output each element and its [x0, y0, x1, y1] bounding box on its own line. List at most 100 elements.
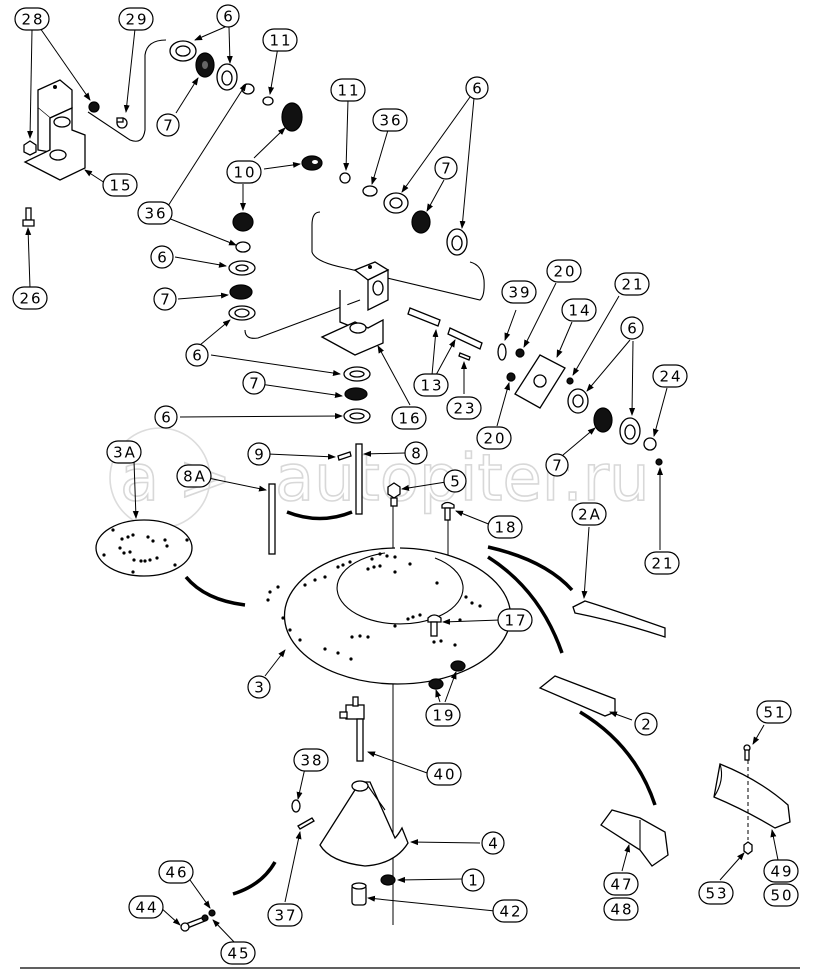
motion-arc-5: [579, 710, 657, 806]
callout-40: 40: [426, 762, 462, 786]
callout-number: 11: [269, 32, 292, 50]
callout-bubble: [216, 4, 240, 28]
callout-11: 11: [262, 28, 298, 52]
callout-36: 36: [137, 201, 173, 225]
callout-number: 6: [627, 320, 639, 338]
disc-hole: [408, 562, 412, 566]
sleeve-42: [351, 882, 367, 906]
disc-hole: [118, 546, 122, 550]
callout-45: 45: [220, 941, 256, 965]
callout-2: 2: [634, 712, 658, 736]
callout-42: 42: [492, 899, 528, 923]
callout-4: 4: [481, 831, 505, 855]
callout-53: 53: [698, 881, 734, 905]
callout-number: 24: [659, 368, 682, 386]
post-40: [339, 696, 365, 762]
disc-hole: [348, 560, 352, 564]
callout-20: 20: [546, 259, 582, 283]
bolt-26: [22, 207, 35, 227]
disc-hole: [336, 651, 340, 655]
callout-bubble: [461, 868, 485, 892]
motion-arc-6: [232, 861, 277, 896]
callout-8: 8: [404, 441, 428, 465]
plate-14: [514, 354, 566, 409]
bearing-7-r3: [593, 407, 613, 433]
callout-bubble: [247, 442, 271, 466]
callout-number: 14: [568, 302, 591, 320]
callout-24: 24: [652, 364, 688, 388]
disc-hole: [458, 618, 462, 622]
callout-bubble: [620, 316, 644, 340]
callout-number: 6: [192, 347, 204, 365]
washer-6-low-1: [343, 366, 371, 382]
spacer-11-top: [262, 96, 274, 106]
callout-bubble: [128, 895, 164, 919]
callout-bubble: [262, 28, 298, 52]
disc-hole: [122, 551, 126, 555]
disc-hole: [163, 538, 167, 542]
callout-19: 19: [425, 703, 461, 727]
disc-hole: [358, 634, 362, 638]
callout-bubble: [571, 502, 607, 526]
callout-7: 7: [156, 113, 180, 137]
disc-hole: [393, 624, 397, 628]
callout-bubble: [652, 364, 688, 388]
callout-3: 3: [247, 675, 271, 699]
callout-bubble: [561, 298, 597, 322]
callout-number: 49: [770, 863, 793, 881]
bearing-7-top: [195, 52, 215, 78]
disc-hole: [378, 552, 382, 556]
disc-hole: [165, 544, 169, 548]
pin-13-b: [447, 327, 483, 350]
callout-bubble: [545, 453, 569, 477]
callout-number: 1: [468, 872, 480, 890]
callout-bubble: [404, 441, 428, 465]
disc-hole: [464, 595, 468, 599]
disc-hole: [439, 639, 443, 643]
motion-arc-1: [286, 510, 353, 521]
disc-hole: [323, 575, 327, 579]
callout-bubble: [756, 700, 792, 724]
nut-1: [380, 874, 396, 886]
callout-bubble: [267, 903, 303, 927]
callout-16: 16: [391, 406, 427, 430]
group-line-right: [311, 211, 485, 301]
callout-39: 39: [501, 280, 537, 304]
callout-bubble: [763, 883, 799, 907]
gear-10-a: [281, 102, 303, 132]
nut-28a: [23, 140, 37, 156]
callout-number: 19: [432, 707, 455, 725]
callout-37: 37: [267, 903, 303, 927]
washer-6-right-2: [446, 228, 468, 256]
callout-number: 6: [161, 409, 173, 427]
callout-number: 15: [109, 177, 132, 195]
callout-44: 44: [128, 895, 164, 919]
callout-number: 20: [483, 430, 506, 448]
callout-6: 6: [465, 76, 489, 100]
callout-bubble: [603, 897, 639, 921]
disc-hole: [143, 559, 147, 563]
callout-bubble: [413, 373, 449, 397]
washer-36-right: [362, 185, 378, 197]
clip-38: [291, 799, 301, 813]
callout-number: 39: [508, 284, 531, 302]
bearing-7-mid: [229, 284, 253, 300]
callout-6: 6: [185, 343, 209, 367]
washer-6-mid-1: [228, 260, 256, 276]
callout-7: 7: [242, 371, 266, 395]
callout-51: 51: [756, 700, 792, 724]
callout-bubble: [426, 762, 462, 786]
disc-hole: [276, 585, 280, 589]
disc-hole: [268, 590, 272, 594]
callout-number: 23: [453, 400, 476, 418]
callout-20: 20: [476, 426, 512, 450]
callout-36: 36: [372, 108, 408, 132]
callout-number: 20: [553, 263, 576, 281]
callout-number: 13: [420, 377, 443, 395]
disc-hole: [366, 635, 370, 639]
callout-9: 9: [247, 442, 271, 466]
callout-26: 26: [12, 286, 48, 310]
strip-2A: [572, 600, 666, 638]
callout-number: 21: [651, 555, 674, 573]
